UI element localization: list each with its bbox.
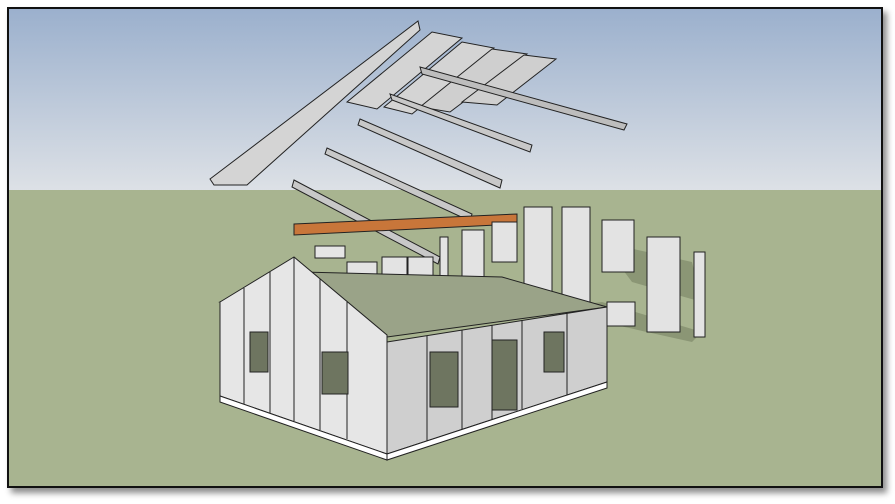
gable-wall	[219, 256, 388, 461]
wall-panel	[646, 236, 681, 333]
wall-panel	[601, 219, 635, 273]
roof-panel	[419, 66, 628, 131]
wall-panel	[561, 206, 591, 310]
window	[491, 339, 518, 411]
side-wall	[386, 306, 608, 461]
render-frame	[7, 7, 883, 488]
small-block	[314, 245, 346, 259]
roof-panel	[418, 48, 529, 113]
roof-panel	[209, 20, 421, 186]
wall-panel	[606, 301, 636, 327]
window	[429, 351, 459, 408]
roof-panel	[389, 93, 533, 153]
wall-panel	[693, 251, 706, 338]
roof-panel	[345, 31, 464, 110]
wall-panel	[491, 221, 518, 263]
roof-panel	[357, 118, 503, 189]
house-render	[9, 9, 881, 486]
window	[543, 331, 565, 373]
window	[321, 351, 349, 395]
window	[249, 331, 269, 373]
roof-panel	[460, 54, 558, 106]
